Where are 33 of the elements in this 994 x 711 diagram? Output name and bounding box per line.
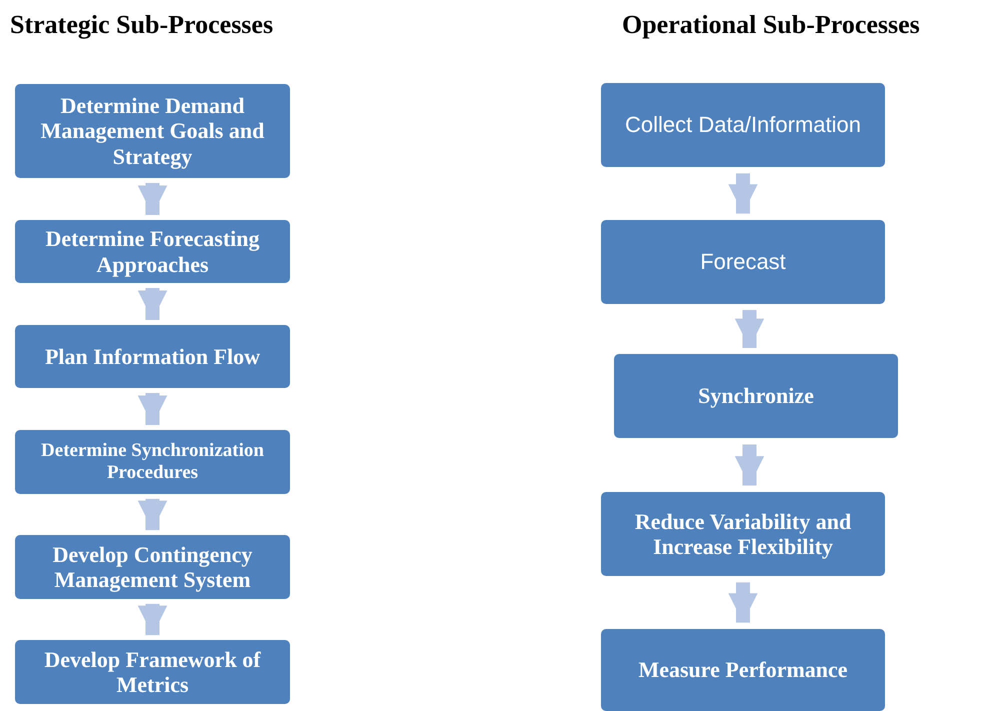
process-box bbox=[15, 640, 290, 704]
process-box bbox=[15, 84, 290, 178]
box-label: Determine Synchronization Procedures bbox=[40, 440, 265, 484]
block-arrow bbox=[734, 444, 764, 486]
process-box bbox=[15, 535, 290, 599]
block-arrow bbox=[734, 310, 764, 348]
box-label: Develop Framework of Metrics bbox=[43, 646, 262, 698]
process-box bbox=[614, 354, 898, 438]
block-arrow bbox=[138, 288, 168, 320]
block-arrow bbox=[138, 604, 168, 636]
box-label: Determine Forecasting Approaches bbox=[44, 226, 261, 277]
block-arrow bbox=[728, 582, 758, 623]
process-box bbox=[601, 629, 885, 711]
box-label: Reduce Variability and Increase Flexibility bbox=[634, 508, 852, 560]
box-label: Measure Performance bbox=[638, 657, 848, 683]
block-arrow bbox=[728, 173, 758, 214]
block-arrow bbox=[138, 498, 168, 530]
block-arrow bbox=[138, 183, 168, 215]
box-label: Develop Contingency Management System bbox=[52, 542, 254, 592]
box-label: Synchronize bbox=[698, 383, 814, 409]
process-box bbox=[15, 220, 290, 283]
process-box bbox=[601, 220, 885, 304]
process-box bbox=[601, 83, 885, 167]
process-box bbox=[15, 430, 290, 494]
heading: Operational Sub-Processes bbox=[622, 10, 920, 40]
box-label: Plan Information Flow bbox=[44, 344, 260, 370]
box-label: Determine Demand Management Goals and Strategy bbox=[40, 93, 266, 169]
process-box bbox=[601, 492, 885, 576]
box-label: Forecast bbox=[700, 249, 786, 275]
process-box bbox=[15, 325, 290, 388]
heading: Strategic Sub-Processes bbox=[10, 10, 274, 40]
block-arrow bbox=[138, 393, 168, 425]
box-label: Collect Data/Information bbox=[625, 112, 861, 138]
